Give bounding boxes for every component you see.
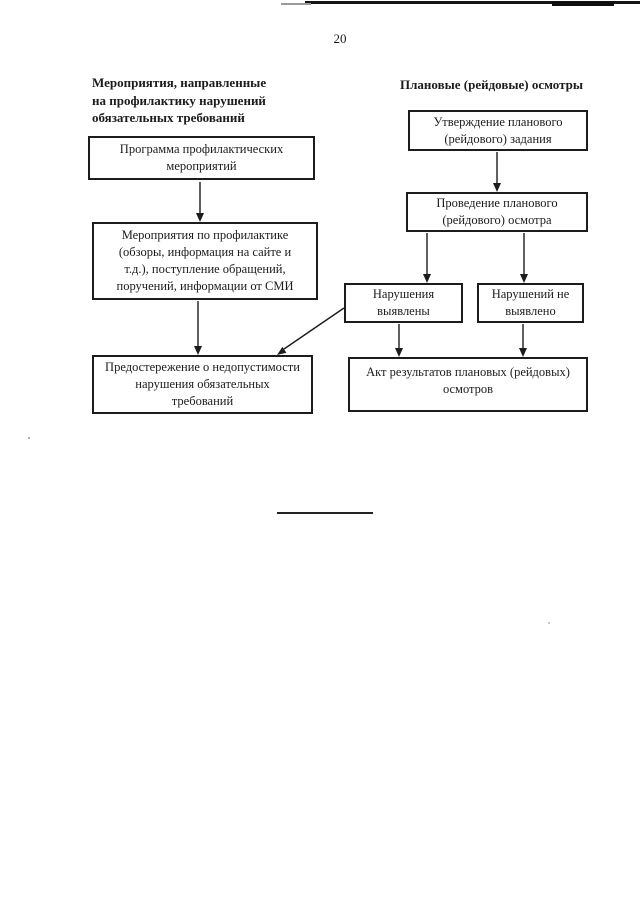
text-line: Нарушения	[372, 287, 435, 301]
text-line: Предостережение о недопустимости	[105, 360, 300, 374]
text-line: Программа профилактических	[119, 142, 284, 156]
box-program: Программа профилактических мероприятий	[88, 136, 315, 180]
text-line: Акт результатов плановых (рейдовых)	[366, 365, 570, 379]
footnote-separator-line	[277, 512, 373, 514]
scan-speck	[548, 622, 550, 624]
arrow-approval-to-inspection	[493, 152, 501, 192]
arrow-inspection-to-no-violations	[520, 233, 528, 283]
arrow-measures-to-warning	[194, 301, 202, 355]
box-prevention-measures: Мероприятия по профилактике (обзоры, инф…	[92, 222, 318, 300]
text-line: т.д.), поступление обращений,	[124, 262, 286, 276]
text-line: осмотров	[442, 382, 494, 396]
arrow-no-violations-to-act	[519, 324, 527, 357]
text-line: Мероприятия, направленные	[92, 75, 267, 90]
text-line: Мероприятия по профилактике	[121, 228, 289, 242]
right-column-heading: Плановые (рейдовые) осмотры	[400, 76, 583, 94]
text-line: поручений, информации от СМИ	[116, 279, 294, 293]
arrow-inspection-to-violations	[423, 233, 431, 283]
scan-edge-line	[305, 1, 640, 4]
text-line: обязательных требований	[92, 110, 245, 125]
text-line: нарушения обязательных	[135, 377, 270, 391]
arrow-violations-to-warning	[277, 307, 345, 355]
text-line: (рейдового) задания	[444, 131, 552, 146]
text-line: Утверждение планового	[433, 114, 563, 129]
text-line: (рейдового) осмотра	[442, 213, 552, 227]
text-line: выявлены	[377, 304, 430, 318]
scan-edge-line-faded	[281, 3, 311, 5]
text-line: мероприятий	[166, 159, 237, 173]
box-inspection: Проведение планового (рейдового) осмотра	[406, 192, 588, 232]
box-warning: Предостережение о недопустимости нарушен…	[92, 355, 313, 414]
box-inspection-act: Акт результатов плановых (рейдовых) осмо…	[348, 357, 588, 412]
scan-edge-line-thick	[552, 1, 614, 6]
text-line: на профилактику нарушений	[92, 92, 266, 108]
box-no-violations: Нарушений не выявлено	[477, 283, 584, 323]
text-line: Плановые (рейдовые) осмотры	[400, 77, 584, 92]
arrow-program-to-measures	[196, 182, 204, 222]
page-number: 20	[333, 31, 347, 46]
scan-speck	[28, 437, 30, 439]
box-violations-found: Нарушения выявлены	[344, 283, 463, 323]
text-line: требований	[171, 394, 234, 408]
arrow-violations-to-act	[395, 324, 403, 357]
text-line: выявлено	[505, 304, 556, 318]
text-line: (обзоры, информация на сайте и	[118, 245, 292, 259]
text-line: Нарушений не	[491, 287, 570, 301]
box-task-approval: Утверждение планового (рейдового) задани…	[408, 110, 588, 151]
text-line: Проведение планового	[436, 196, 558, 210]
left-column-heading: Мероприятия, направленные на профилактик…	[92, 74, 266, 127]
